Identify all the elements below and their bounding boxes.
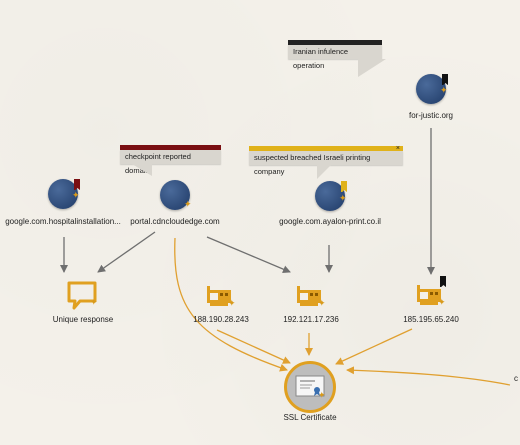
node-label: 185.195.65.240 (403, 315, 459, 324)
node-ip-188[interactable]: ✦ 188.190.28.243 (193, 285, 249, 325)
network-card-icon (417, 285, 441, 305)
callout-iranian[interactable]: Iranian infulence operation (288, 40, 386, 77)
callout-bar (120, 145, 221, 150)
pin-icon: ✦ (318, 390, 326, 400)
node-label: google.com.hospitalinstallation... (5, 217, 121, 226)
callout-text: suspected breached Israeli printing comp… (254, 153, 371, 176)
node-ssl-certificate[interactable]: ✦ SSL Certificate (283, 361, 337, 425)
callout-tail (358, 59, 386, 77)
edge-portal-unique (97, 231, 156, 273)
node-label: google.com.ayalon-print.co.il (279, 217, 381, 226)
callout-bar (288, 40, 382, 45)
node-ip-185[interactable]: ✦ 185.195.65.240 (403, 276, 459, 324)
offscreen-label: c (514, 374, 518, 383)
network-card-icon (207, 286, 231, 306)
node-google-hospital[interactable]: ✦ google.com.hospitalinstallation... (5, 179, 121, 229)
flag-icon (442, 74, 448, 85)
globe-icon (315, 181, 345, 211)
node-ayalon[interactable]: ✦ google.com.ayalon-print.co.il (279, 181, 381, 231)
callout-tail (132, 164, 152, 176)
globe-icon (160, 180, 190, 210)
pin-icon: ✦ (440, 85, 448, 95)
pin-icon: ✦ (438, 297, 446, 307)
node-label: portal.cdncloudedge.com (130, 217, 220, 226)
edge-offscreen-ssl (346, 366, 511, 386)
node-label: 188.190.28.243 (193, 315, 249, 324)
node-label: Unique response (52, 315, 114, 324)
callout-checkpoint[interactable]: checkpoint reported domain (120, 145, 221, 176)
flag-icon (341, 181, 347, 192)
edge-ip1-ssl (216, 329, 291, 364)
edge-portal-ip2 (206, 236, 291, 273)
node-label: for-justic.org (408, 111, 454, 120)
node-label: SSL Certificate (283, 413, 337, 422)
pin-icon: ✦ (184, 199, 192, 209)
node-for-justic[interactable]: ✦ for-justic.org (409, 74, 453, 124)
pin-icon: ✦ (318, 298, 326, 308)
close-icon[interactable]: × (395, 145, 400, 152)
flag-icon (74, 179, 80, 190)
pin-icon: ✦ (72, 190, 80, 200)
certificate-icon (295, 375, 325, 397)
edge-ip3-ssl (335, 328, 413, 365)
pin-icon: ✦ (339, 193, 347, 203)
pin-icon: ✦ (228, 298, 236, 308)
node-ip-192[interactable]: ✦ 192.121.17.236 (283, 285, 339, 325)
pin-icon: ✦ (90, 297, 98, 307)
edge-portal-ssl (174, 237, 288, 372)
flag-icon (440, 276, 446, 287)
node-portal[interactable]: ✦ portal.cdncloudedge.com (130, 180, 220, 230)
node-unique-response[interactable]: ✦ Unique response (53, 280, 113, 324)
globe-icon (48, 179, 78, 209)
callout-text: Iranian infulence operation (293, 47, 349, 70)
node-label: 192.121.17.236 (283, 315, 339, 324)
network-card-icon (297, 286, 321, 306)
callout-breached[interactable]: × suspected breached Israeli printing co… (249, 145, 403, 179)
callout-bar (249, 146, 403, 151)
callout-tail (317, 165, 331, 179)
globe-icon (416, 74, 446, 104)
speech-bubble-icon (67, 281, 97, 310)
